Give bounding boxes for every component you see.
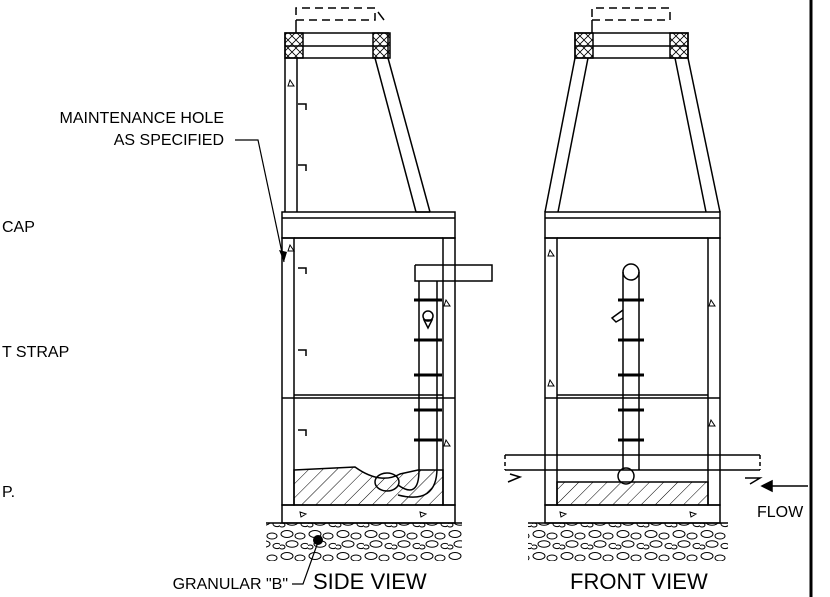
label-granular: GRANULAR "B" bbox=[173, 576, 288, 593]
leader-granular bbox=[292, 541, 319, 585]
label-maintenance-hole-1: MAINTENANCE HOLE bbox=[60, 110, 224, 127]
front-view-structure bbox=[504, 7, 763, 561]
label-strap-fragment: T STRAP bbox=[2, 344, 69, 361]
leader-maintenance-hole bbox=[235, 139, 285, 263]
front-benching bbox=[556, 481, 709, 506]
side-view-structure bbox=[266, 7, 493, 561]
title-side-view: SIDE VIEW bbox=[313, 569, 427, 594]
title-front-view: FRONT VIEW bbox=[570, 569, 708, 594]
side-benching bbox=[293, 466, 444, 506]
front-gravel-bed bbox=[528, 523, 728, 561]
side-gravel-bed bbox=[266, 523, 462, 561]
label-maintenance-hole-2: AS SPECIFIED bbox=[114, 132, 224, 149]
label-flow: FLOW bbox=[757, 504, 804, 521]
label-period-fragment: P. bbox=[2, 484, 15, 501]
flow-arrow-icon bbox=[760, 479, 808, 493]
side-base-slab bbox=[281, 504, 456, 524]
front-base-slab bbox=[544, 504, 721, 524]
label-cap-fragment: CAP bbox=[2, 219, 35, 236]
